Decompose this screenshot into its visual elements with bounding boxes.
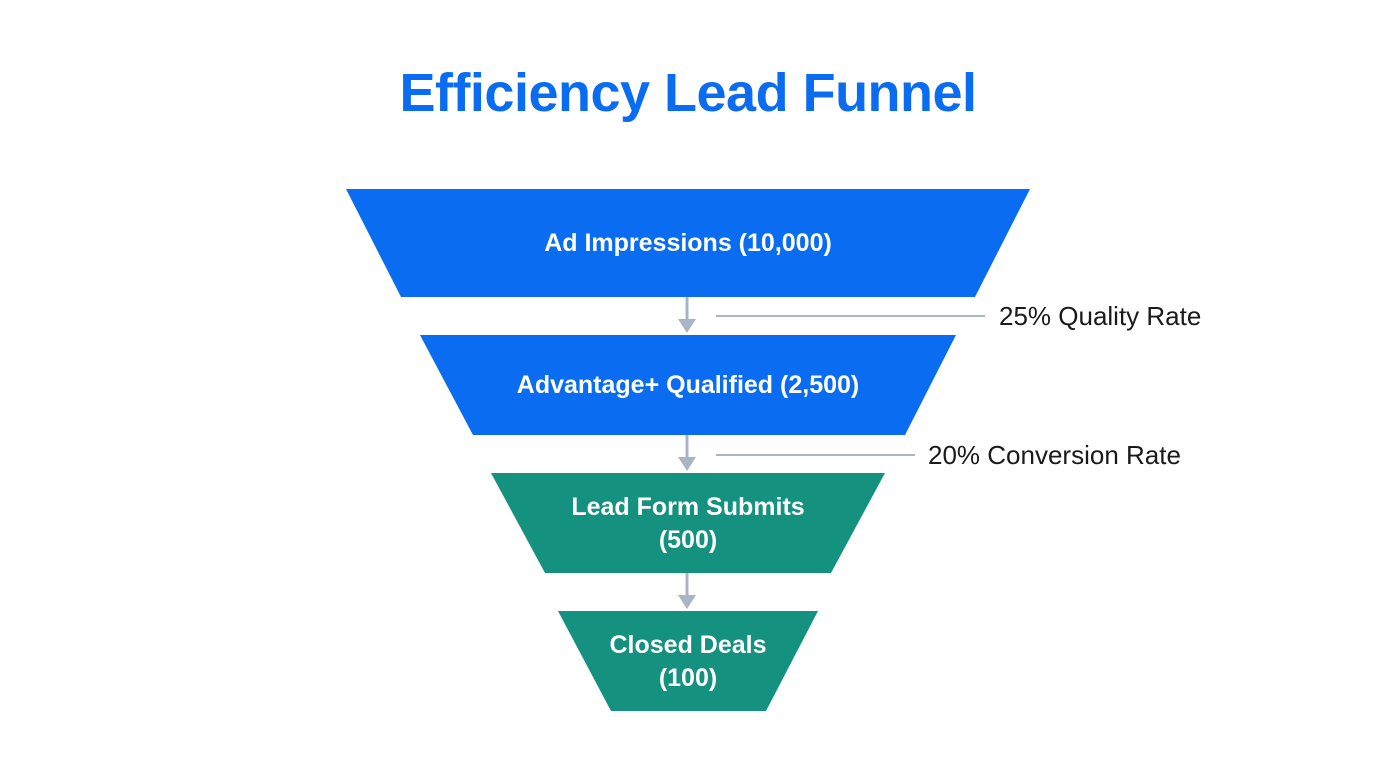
stage-label-text: Ad Impressions (10,000) bbox=[544, 229, 832, 257]
stage-value-text: (100) bbox=[658, 664, 718, 692]
stage-label-text: Lead Form Submits bbox=[571, 493, 805, 521]
funnel-stage-1-label: Ad Impressions (10,000) bbox=[346, 227, 1030, 260]
arrow-down-icon bbox=[678, 573, 696, 609]
annotation-conversion-rate: 20% Conversion Rate bbox=[928, 440, 1181, 470]
funnel-stage-4-label: Closed Deals (100) bbox=[558, 629, 818, 695]
funnel-stage-1-shape bbox=[346, 189, 1030, 297]
stage-label-text: Advantage+ Qualified (2,500) bbox=[516, 371, 860, 399]
page-title: Efficiency Lead Funnel bbox=[399, 63, 977, 123]
funnel-stage-2-shape bbox=[420, 335, 956, 435]
arrow-down-icon bbox=[678, 435, 696, 471]
funnel-stage-2-label: Advantage+ Qualified (2,500) bbox=[420, 369, 956, 402]
funnel-stage-4-shape bbox=[558, 611, 818, 711]
funnel-stage-3-shape bbox=[491, 473, 885, 573]
arrow-down-icon bbox=[678, 297, 696, 333]
stage-label-text: Closed Deals bbox=[609, 631, 767, 659]
stage-value-text: (500) bbox=[658, 526, 718, 554]
funnel-stage-3-label: Lead Form Submits (500) bbox=[491, 491, 885, 557]
annotation-quality-rate: 25% Quality Rate bbox=[999, 301, 1202, 331]
